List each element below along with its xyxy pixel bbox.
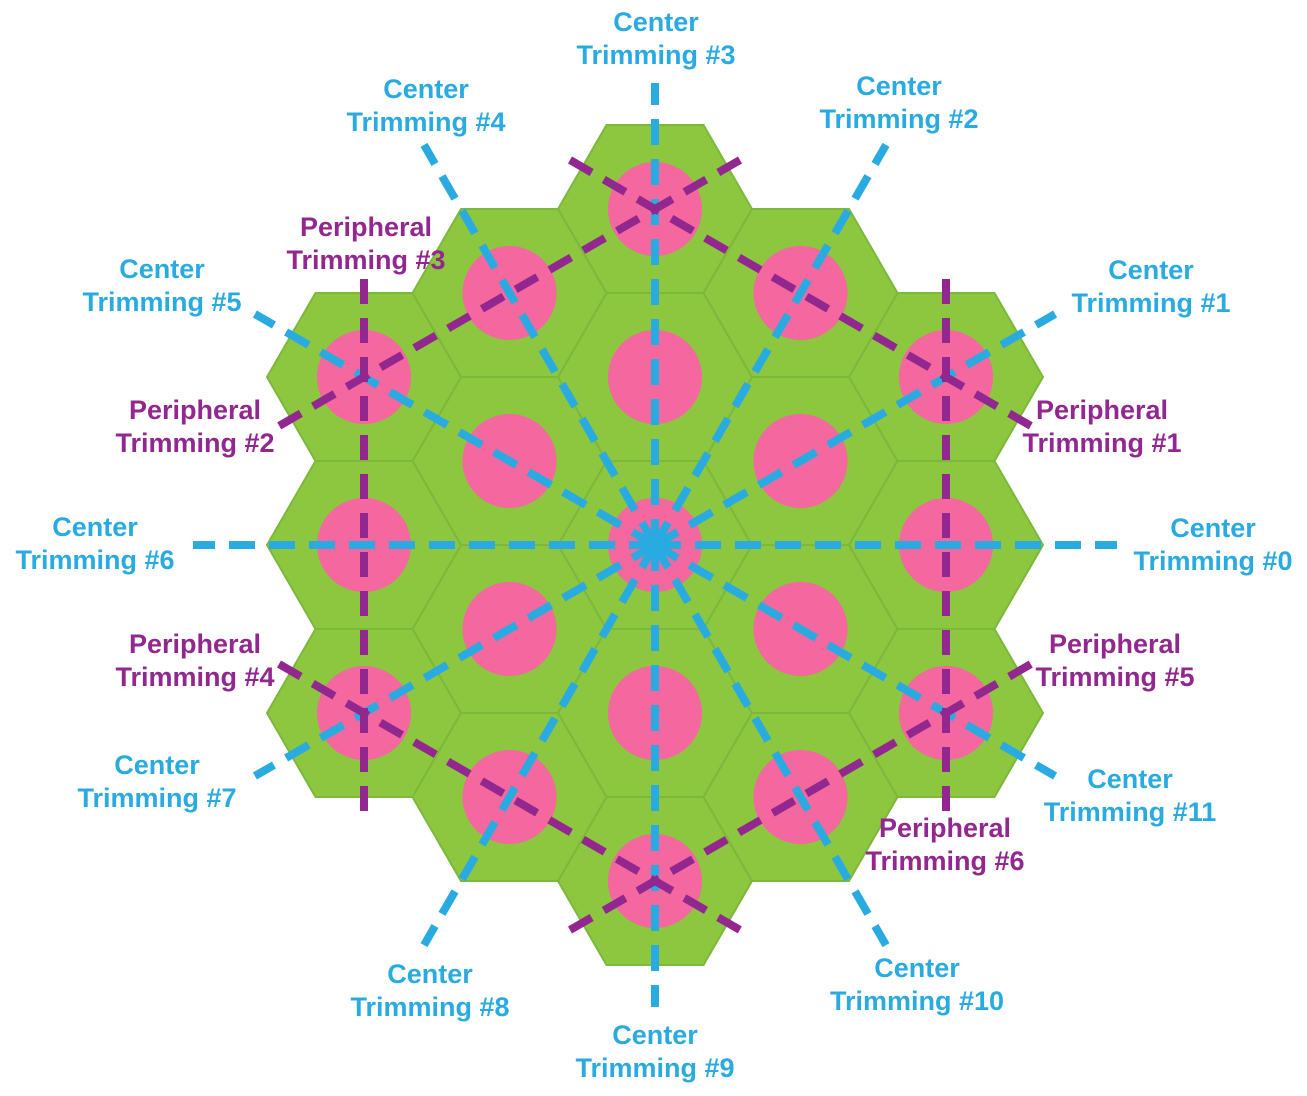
label-text-line1: Center	[1108, 255, 1194, 285]
label-text-line2: Trimming #4	[346, 107, 506, 137]
label-text-line1: Peripheral	[1035, 395, 1169, 425]
label-text-line1: Center	[612, 1020, 698, 1050]
center-trimming-lines-group	[193, 83, 1117, 1007]
peripheral-trimming-line-2	[277, 156, 742, 430]
label-text-line1: Center	[613, 7, 699, 37]
label-text-line2: Trimming #2	[115, 428, 275, 458]
label-text-line1: Center	[856, 71, 942, 101]
label-text-line2: Trimming #10	[829, 986, 1005, 1016]
center-trimming-line-5	[252, 310, 658, 549]
label-text-line2: Trimming #9	[575, 1053, 735, 1083]
label-text-line2: Trimming #0	[1133, 546, 1293, 576]
label-text-line1: Center	[387, 959, 473, 989]
label-text-line2: Trimming #5	[82, 287, 242, 317]
label-text-line1: Peripheral	[128, 395, 262, 425]
center-trimming-line-7	[252, 541, 658, 780]
label-text-line1: Center	[874, 953, 960, 983]
peripheral-trimming-lines-group	[277, 156, 1033, 934]
center-trimming-line-11	[652, 541, 1058, 780]
center-trimming-line-1	[652, 310, 1058, 549]
label-text-line1: Peripheral	[1048, 629, 1182, 659]
label-text-line2: Trimming #3	[286, 245, 446, 275]
center-trimming-line-2	[651, 142, 890, 548]
peripheral-trimming-line-4	[277, 660, 742, 934]
label-text-line2: Trimming #2	[819, 104, 979, 134]
peripheral-trimming-line-1	[568, 156, 1033, 430]
label-text-line1: Center	[119, 254, 205, 284]
label-text-line2: Trimming #6	[15, 545, 175, 575]
label-text-line2: Trimming #1	[1022, 428, 1182, 458]
label-text-line2: Trimming #7	[77, 783, 237, 813]
label-text-line2: Trimming #6	[865, 846, 1025, 876]
label-text-line2: Trimming #11	[1043, 797, 1217, 827]
peripheral-trimming-line-5	[568, 660, 1033, 934]
center-trimming-line-10	[651, 542, 890, 948]
center-trimming-line-4	[420, 142, 659, 548]
label-text-line1: Center	[1170, 513, 1256, 543]
label-text-line2: Trimming #1	[1071, 288, 1231, 318]
label-text-line2: Trimming #3	[576, 40, 736, 70]
label-text-line1: Peripheral	[878, 813, 1012, 843]
label-text-line2: Trimming #8	[350, 992, 510, 1022]
label-text-line2: Trimming #4	[115, 662, 275, 692]
label-text-line1: Center	[383, 74, 469, 104]
label-text-line2: Trimming #5	[1035, 662, 1195, 692]
label-text-line1: Peripheral	[128, 629, 262, 659]
center-trimming-line-8	[420, 542, 659, 948]
label-text-line1: Center	[114, 750, 200, 780]
label-text-line1: Center	[1087, 764, 1173, 794]
label-text-line1: Center	[52, 512, 138, 542]
label-text-line1: Peripheral	[299, 212, 433, 242]
